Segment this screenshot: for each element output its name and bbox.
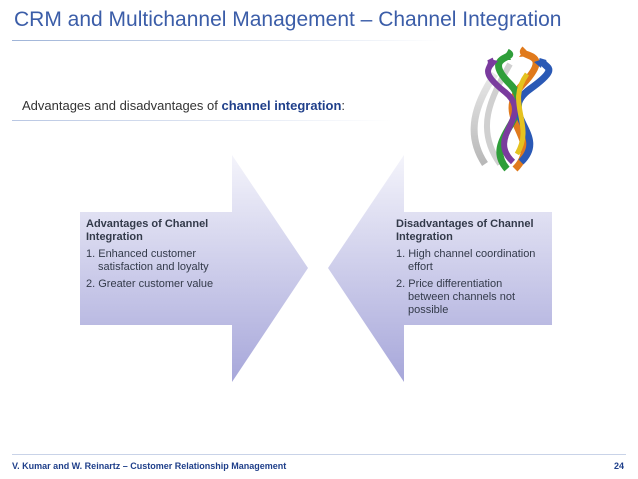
slide-title: CRM and Multichannel Management – Channe… xyxy=(14,8,562,31)
subtitle-suffix: : xyxy=(341,98,346,113)
advantage-item: 2. Greater customer value xyxy=(86,278,214,290)
page-number: 24 xyxy=(613,461,624,471)
footer-divider xyxy=(12,454,626,455)
advantages-heading: Advantages of Channel Integration xyxy=(86,218,209,243)
subtitle-divider xyxy=(12,120,392,121)
subtitle-prefix: Advantages and disadvantages of xyxy=(22,98,222,113)
advantages-box: Advantages of Channel Integration 1. Enh… xyxy=(86,218,234,295)
slide-subtitle: Advantages and disadvantages of channel … xyxy=(22,98,345,113)
subtitle-highlight: channel integration xyxy=(221,98,342,113)
disadvantages-arrow xyxy=(328,155,552,382)
footer-authors: V. Kumar and W. Reinartz – Customer Rela… xyxy=(12,461,287,471)
channel-integration-swirl-icon xyxy=(470,46,553,172)
advantages-arrow xyxy=(80,155,308,382)
title-divider xyxy=(12,40,442,41)
disadvantage-item: 2. Price differentiation between channel… xyxy=(396,278,516,316)
advantage-item: 1. Enhanced customer satisfaction and lo… xyxy=(86,248,209,273)
disadvantage-item: 1. High channel coordination effort xyxy=(396,248,536,273)
disadvantages-heading: Disadvantages of Channel Integration xyxy=(396,218,534,243)
disadvantages-box: Disadvantages of Channel Integration 1. … xyxy=(396,218,544,321)
